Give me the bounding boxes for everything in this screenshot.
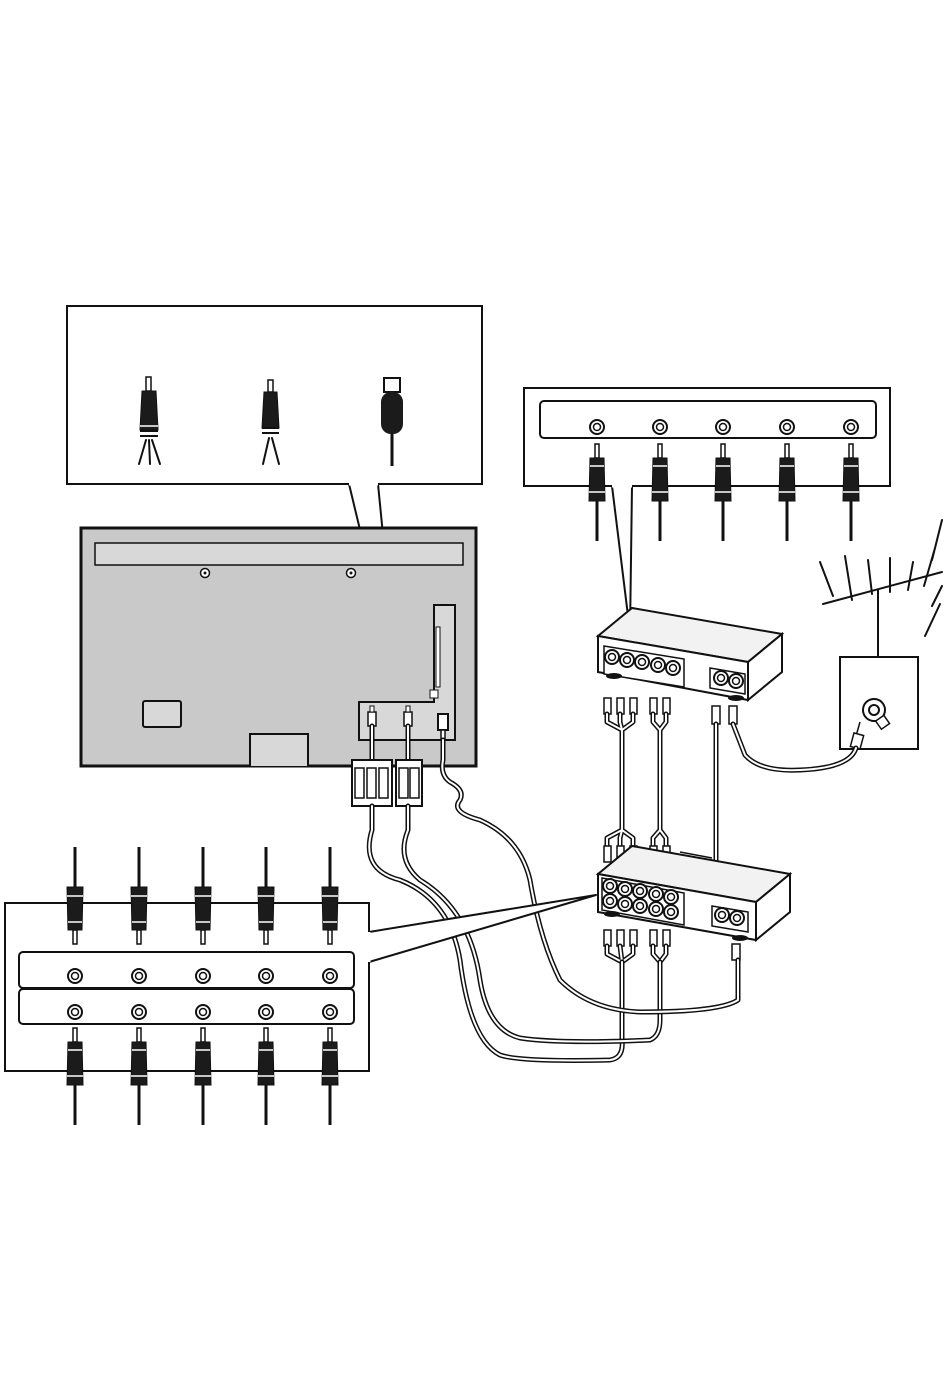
rca-plug-icon (195, 847, 211, 944)
stand-mount (250, 734, 308, 766)
rca-plug-icon (589, 444, 605, 541)
rca-plug-icon (258, 847, 274, 944)
rca-plug-icon (715, 444, 731, 541)
av-output-jack-panel (19, 952, 354, 988)
lower-device-output-cables (604, 930, 740, 962)
power-socket (143, 701, 181, 727)
rca-plug-icon (67, 1028, 83, 1125)
tv-rear-panel (81, 528, 476, 766)
av-input-output-callout (5, 847, 596, 1125)
rca-plug-icon (843, 444, 859, 541)
upper-av-device (598, 608, 782, 701)
rca-plug-icon (652, 444, 668, 541)
av-output-panel-callout (524, 388, 890, 632)
lower-av-device (598, 846, 790, 941)
rca-plug-icon (258, 1028, 274, 1125)
rca-plug-icon (322, 847, 338, 944)
rca-plug-icon (195, 1028, 211, 1125)
rca-plug-icon (67, 847, 83, 944)
rca-plug-icon (779, 444, 795, 541)
rca-plug-icon (131, 847, 147, 944)
antenna-icon (820, 520, 942, 666)
wall-mount-screw (201, 569, 210, 578)
wall-mount-screw (347, 569, 356, 578)
antenna-wall-socket (840, 657, 918, 749)
rca-plug-icon (131, 1028, 147, 1125)
rca-plug-icon (322, 1028, 338, 1125)
